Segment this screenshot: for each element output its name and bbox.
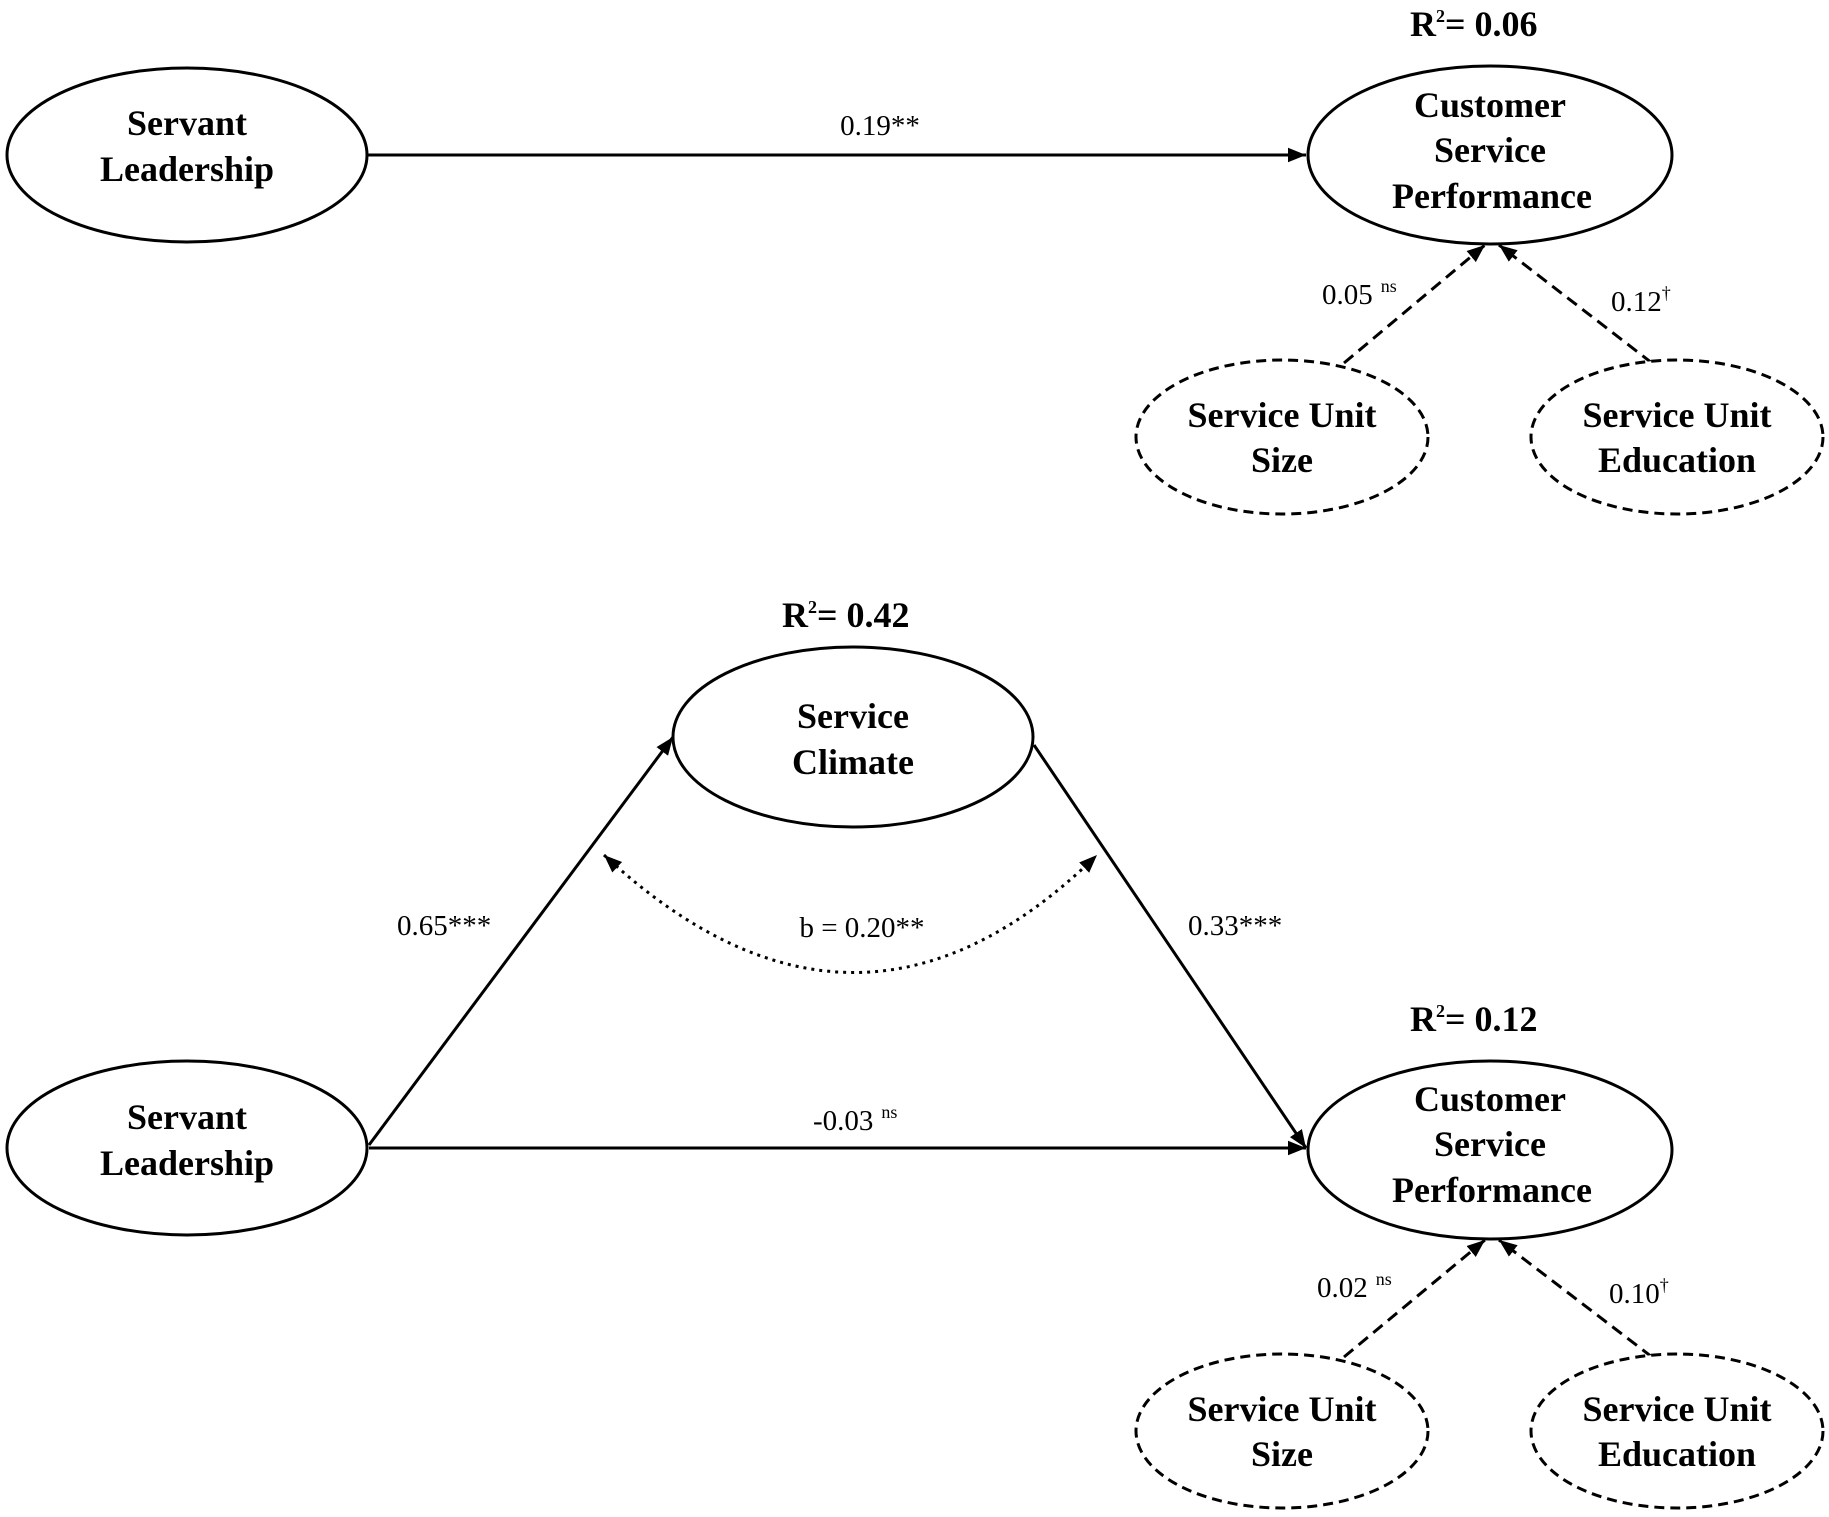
edge-size-csp-2 [1343, 1238, 1486, 1359]
node-label: Service [797, 696, 909, 736]
node-label: Servant [127, 103, 247, 143]
r2-csp-2: R2= 0.12 [1410, 999, 1538, 1039]
node-csp-1: Customer Service Performance [1306, 64, 1674, 246]
node-label: Service Unit [1188, 395, 1377, 435]
node-label: Education [1598, 1434, 1756, 1474]
node-label: Service [1434, 1124, 1546, 1164]
node-label: Customer [1414, 1079, 1566, 1119]
r2-climate-2: R2= 0.42 [782, 595, 910, 635]
node-label: Service Unit [1188, 1389, 1377, 1429]
node-label: Servant [127, 1097, 247, 1137]
path-label-climate-csp-2: 0.33*** [1188, 910, 1282, 942]
path-label-sl-csp-1: 0.19** [840, 110, 920, 142]
node-label: Leadership [100, 149, 274, 189]
node-servant-leadership-1: Servant Leadership [5, 66, 369, 244]
node-label: Service [1434, 130, 1546, 170]
node-csp-2: Customer Service Performance [1306, 1059, 1674, 1241]
model-1: Servant Leadership Customer Service Perf… [5, 4, 1825, 516]
node-servant-leadership-2: Servant Leadership [5, 1059, 369, 1237]
edge-edu-csp-2 [1498, 1238, 1653, 1359]
node-service-unit-size-1: Service Unit Size [1134, 358, 1430, 516]
node-service-unit-education-2: Service Unit Education [1529, 1352, 1825, 1510]
node-service-unit-size-2: Service Unit Size [1134, 1352, 1430, 1510]
node-label: Performance [1392, 176, 1592, 216]
edge-size-csp-1 [1343, 243, 1486, 365]
node-label: Education [1598, 440, 1756, 480]
path-label-sl-climate-2: 0.65*** [397, 910, 491, 942]
node-label: Service Unit [1583, 395, 1772, 435]
path-label-indirect-2: b = 0.20** [799, 912, 924, 944]
node-label: Performance [1392, 1170, 1592, 1210]
path-label-edu-csp-1: 0.12† [1611, 283, 1671, 318]
node-label: Climate [792, 742, 914, 782]
node-label: Size [1251, 1434, 1313, 1474]
edge-sl-climate-2 [367, 736, 675, 1146]
r2-csp-1: R2= 0.06 [1410, 4, 1538, 44]
node-label: Service Unit [1583, 1389, 1772, 1429]
model-2: R2= 0.42 Service Climate Servant Leaders… [5, 595, 1825, 1510]
node-label: Customer [1414, 85, 1566, 125]
path-label-edu-csp-2: 0.10† [1609, 1275, 1669, 1310]
node-service-unit-education-1: Service Unit Education [1529, 358, 1825, 516]
node-service-climate-2: Service Climate [671, 645, 1035, 829]
edge-indirect-2 [602, 853, 1099, 974]
node-label: Leadership [100, 1143, 274, 1183]
node-label: Size [1251, 440, 1313, 480]
edge-edu-csp-1 [1498, 243, 1653, 365]
edge-climate-csp-2 [1032, 744, 1308, 1149]
